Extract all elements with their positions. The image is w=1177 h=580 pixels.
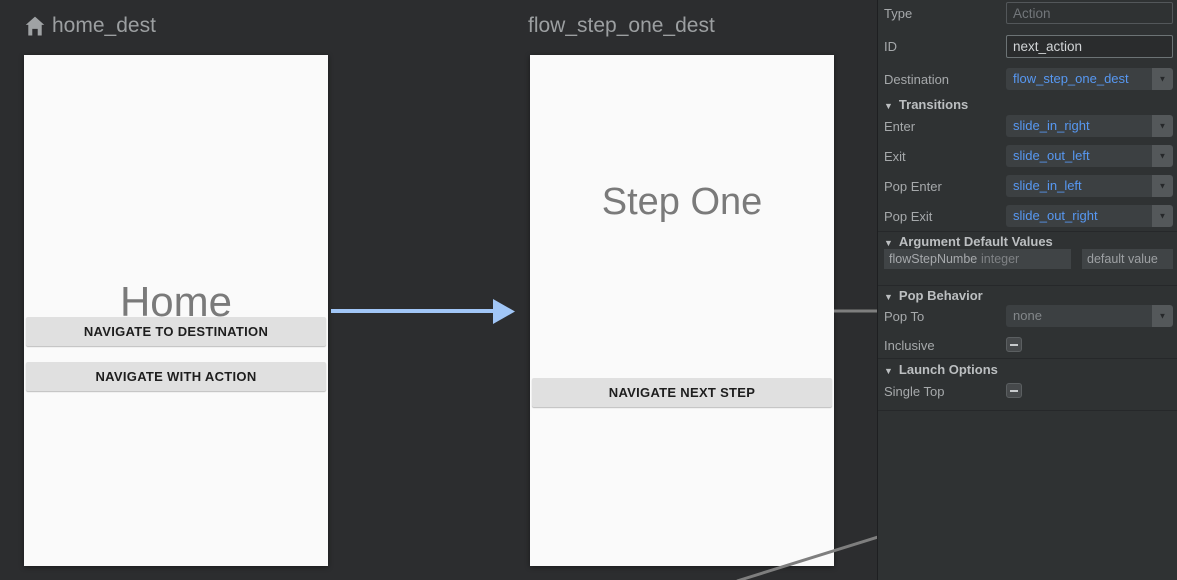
dropdown-arrow-icon — [1152, 145, 1173, 167]
enter-transition-label: Enter — [884, 118, 916, 134]
divider — [878, 410, 1177, 411]
preview-button: NAVIGATE NEXT STEP — [532, 378, 832, 407]
collapse-triangle-icon — [884, 362, 893, 377]
argument-type: integer — [981, 249, 1071, 269]
argument-defaults-section-header[interactable]: Argument Default Values — [884, 234, 1053, 249]
destination-title-label: home_dest — [52, 14, 156, 37]
pop-exit-transition-label: Pop Exit — [884, 208, 933, 224]
argument-row: flowStepNumbe integer default value — [884, 249, 1173, 269]
action-arrow-home-to-step-one[interactable] — [331, 299, 515, 324]
launch-options-section-header[interactable]: Launch Options — [884, 362, 998, 377]
preview-screen-title: Step One — [601, 181, 763, 223]
pop-to-label: Pop To — [884, 308, 925, 324]
type-label: Type — [884, 5, 913, 21]
dropdown-arrow-icon — [1152, 175, 1173, 197]
inclusive-label: Inclusive — [884, 337, 935, 353]
destination-preview-step-one[interactable]: Step One NAVIGATE NEXT STEP — [530, 55, 834, 566]
home-icon — [23, 15, 47, 37]
destination-dropdown[interactable]: flow_step_one_dest — [1006, 68, 1173, 90]
destination-value: flow_step_one_dest — [1013, 71, 1129, 86]
collapse-triangle-icon — [884, 97, 893, 112]
preview-button: NAVIGATE WITH ACTION — [26, 362, 326, 391]
argument-name: flowStepNumbe — [884, 249, 981, 269]
action-arrow-incoming-diagonal[interactable] — [736, 535, 877, 580]
dropdown-arrow-icon — [1152, 305, 1173, 327]
inclusive-checkbox[interactable] — [1006, 337, 1022, 352]
dropdown-arrow-icon — [1152, 115, 1173, 137]
pop-exit-transition-dropdown[interactable]: slide_out_right — [1006, 205, 1173, 227]
enter-transition-dropdown[interactable]: slide_in_right — [1006, 115, 1173, 137]
pop-to-dropdown[interactable]: none — [1006, 305, 1173, 327]
type-input[interactable] — [1006, 2, 1173, 24]
preview-button: NAVIGATE TO DESTINATION — [26, 317, 326, 346]
single-top-label: Single Top — [884, 383, 945, 399]
collapse-triangle-icon — [884, 288, 893, 303]
pop-behavior-section-header[interactable]: Pop Behavior — [884, 288, 983, 303]
pop-enter-transition-label: Pop Enter — [884, 178, 942, 194]
nav-editor-canvas[interactable]: home_dest flow_step_one_dest Home NAVIGA… — [0, 0, 877, 580]
id-input[interactable] — [1006, 35, 1173, 58]
attributes-panel: Type ID Destination flow_step_one_dest T… — [877, 0, 1177, 580]
dropdown-arrow-icon — [1152, 68, 1173, 90]
exit-transition-label: Exit — [884, 148, 906, 164]
dropdown-arrow-icon — [1152, 205, 1173, 227]
destination-preview-home[interactable]: Home NAVIGATE TO DESTINATION NAVIGATE WI… — [24, 55, 328, 566]
divider — [878, 358, 1177, 359]
divider — [878, 285, 1177, 286]
single-top-checkbox[interactable] — [1006, 383, 1022, 398]
destination-title-step-one[interactable]: flow_step_one_dest — [528, 10, 715, 42]
argument-default-value-input[interactable]: default value — [1082, 249, 1173, 269]
divider — [878, 231, 1177, 232]
destination-label: Destination — [884, 71, 950, 87]
transitions-section-header[interactable]: Transitions — [884, 97, 968, 112]
pop-enter-transition-dropdown[interactable]: slide_in_left — [1006, 175, 1173, 197]
destination-title-home[interactable]: home_dest — [22, 10, 156, 42]
preview-screen-title: Home — [119, 278, 233, 325]
collapse-triangle-icon — [884, 234, 893, 249]
exit-transition-dropdown[interactable]: slide_out_left — [1006, 145, 1173, 167]
destination-title-label: flow_step_one_dest — [528, 14, 715, 37]
id-label: ID — [884, 39, 897, 54]
action-arrows-layer — [331, 299, 877, 580]
